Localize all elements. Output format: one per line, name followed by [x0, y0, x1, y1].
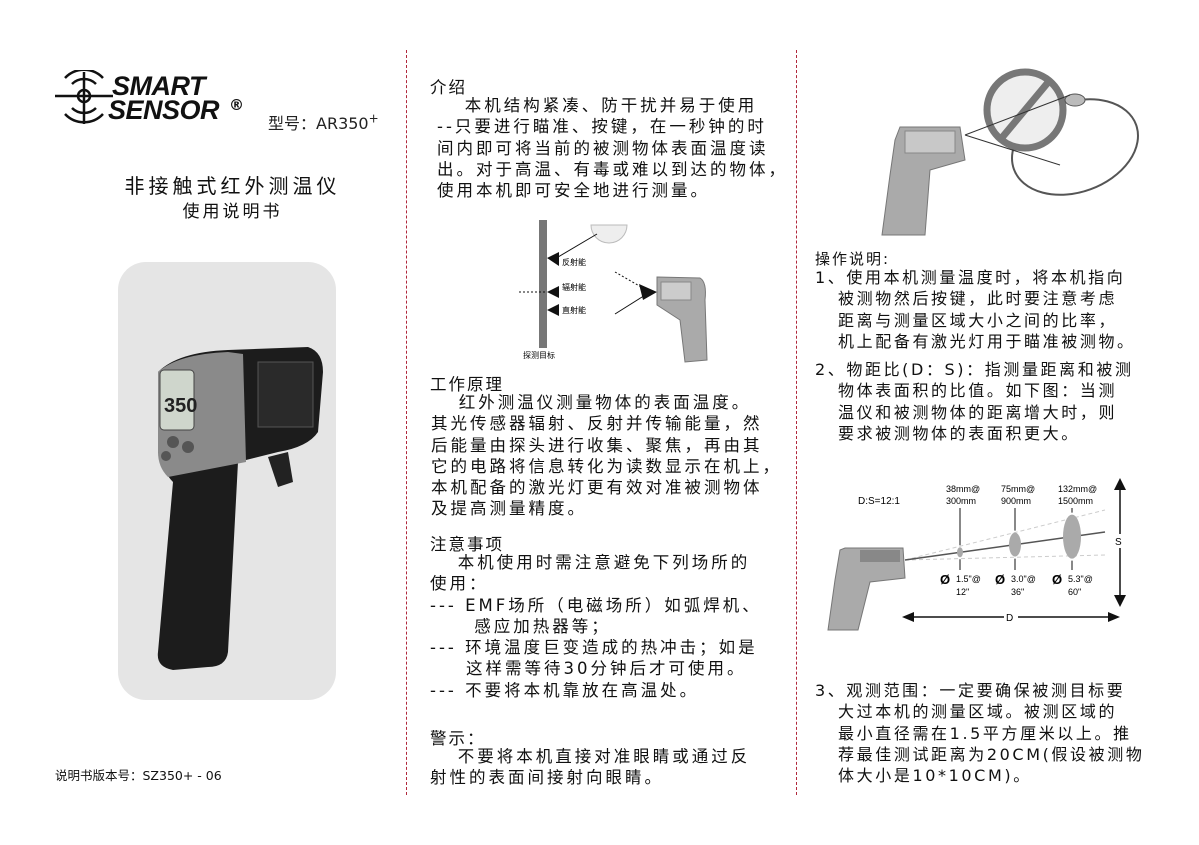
text-line: 本机使用时需注意避免下列场所的 [430, 553, 751, 572]
reflected-energy-label: 反射能 [562, 257, 586, 267]
text-line: 温仪和被测物体的距离增大时，则 [815, 402, 1118, 422]
text-line: 这样需等待30分钟后才可使用。 [430, 659, 747, 679]
model-number: 型号：AR350+ [268, 110, 379, 134]
spot-inch-label: 3.0"@ [1011, 574, 1036, 584]
measurement-spot [1009, 532, 1021, 557]
operation-item-1: 1、使用本机测量温度时，将本机指向 被测物然后按键，此时要注意考虑 距离与测量区… [815, 267, 1136, 352]
d-label: D [1006, 613, 1013, 624]
intro-paragraph: 本机结构紧凑、防干扰并易于使用 --只要进行瞄准、按键，在一秒钟的时间内即可将当前… [437, 95, 788, 201]
spot-inch-distance-label: 36" [1011, 587, 1024, 597]
diameter-icon: Ø [995, 572, 1005, 587]
text-line: 间内即可将当前的被测物体表面温度读 [437, 138, 769, 158]
warning-paragraph: 不要将本机直接对准眼睛或通过反射性的表面间接射向眼睛。 [430, 746, 750, 789]
spot-size-label: 75mm@ [1001, 484, 1035, 494]
spot-distance-label: 1500mm [1058, 496, 1093, 506]
thermometer-gun-image: 350 [157, 347, 323, 670]
spot-inch-distance-label: 12" [956, 587, 969, 597]
text-line: --- EMF场所（电磁场所）如弧焊机、 [430, 595, 762, 615]
text-line: 被测物然后按键，此时要注意考虑 [815, 289, 1118, 309]
text-line: 后能量由探头进行收集、聚焦，再由其 [431, 435, 763, 455]
brand-name-line2: SENSOR [108, 95, 220, 125]
transmitted-energy-label: 直射能 [562, 305, 586, 315]
spot-inch-label: 5.3"@ [1068, 574, 1093, 584]
principle-paragraph: 红外测温仪测量物体的表面温度。其光传感器辐射、反射并传输能量，然后能量由探头进行… [431, 392, 782, 520]
text-line: 不要将本机直接对准眼睛或通过反 [430, 747, 751, 766]
document-title: 非接触式红外测温仪 [124, 174, 341, 198]
target-icon [55, 70, 113, 124]
section-heading-intro: 介绍 [430, 78, 467, 97]
text-line: 物体表面积的比值。如下图：当测 [815, 381, 1118, 401]
energy-diagram: 反射能 辐射能 直射能 探测目标 [519, 220, 708, 363]
document-subtitle: 使用说明书 [182, 202, 283, 222]
operation-item-2: 2、物距比(D：S)：指测量距离和被测 物体表面积的比值。如下图：当测 温仪和被… [815, 359, 1134, 444]
text-line: 大过本机的测量区域。被测区域的 [815, 702, 1118, 722]
fold-line [796, 50, 797, 795]
spot-distance-label: 300mm [946, 496, 976, 506]
section-heading-warning: 警示： [430, 729, 486, 748]
text-line: 距离与测量区域大小之间的比率， [815, 310, 1118, 330]
spot-distance-label: 900mm [1001, 496, 1031, 506]
spot-inch-distance-label: 60" [1068, 587, 1081, 597]
manual-version: 说明书版本号：SZ350+ - 06 [55, 768, 222, 783]
measurement-spot [1063, 514, 1081, 559]
text-line: 感应加热器等； [430, 616, 611, 636]
registered-mark: ® [229, 96, 244, 114]
text-line: --只要进行瞄准、按键，在一秒钟的时 [437, 117, 767, 137]
radiated-energy-label: 辐射能 [562, 282, 586, 292]
fold-line [406, 50, 407, 795]
text-line: 体大小是10*10CM)。 [815, 766, 1032, 786]
measurement-spot [957, 547, 963, 558]
model-sup: + [368, 111, 379, 126]
text-line: 使用本机即可安全地进行测量。 [437, 181, 710, 201]
operation-item-3: 3、观测范围：一定要确保被测目标要 大过本机的测量区域。被测区域的 最小直径需在… [815, 680, 1144, 786]
s-label: S [1115, 537, 1122, 548]
brand-name-line1: SMART [112, 71, 206, 101]
text-line: 红外测温仪测量物体的表面温度。 [431, 393, 752, 412]
section-heading-notes: 注意事项 [430, 535, 504, 554]
text-line: 机上配备有激光灯用于瞄准被测物。 [815, 331, 1136, 351]
model-label: 型号：AR350 [268, 114, 369, 133]
text-line: --- 不要将本机靠放在高温处。 [430, 680, 700, 700]
diameter-icon: Ø [940, 572, 950, 587]
spot-size-label: 38mm@ [946, 484, 980, 494]
text-line: 使用： [430, 574, 489, 594]
text-line: 本机配备的激光灯更有效对准被测物体 [431, 478, 763, 498]
text-line: 最小直径需在1.5平方厘米以上。推 [815, 723, 1132, 743]
product-photo: 350 [118, 262, 336, 700]
text-line: --- 环境温度巨变造成的热冲击；如是 [430, 638, 758, 658]
text-line: 要求被测物体的表面积更大。 [815, 423, 1080, 443]
no-eye-warning-illustration [881, 68, 1139, 236]
spot-inch-label: 1.5"@ [956, 574, 981, 584]
text-line: 1、使用本机测量温度时，将本机指向 [815, 268, 1126, 287]
device-display-reading: 350 [164, 395, 197, 417]
diameter-icon: Ø [1052, 572, 1062, 587]
text-line: 出。对于高温、有毒或难以到达的物体， [437, 159, 788, 179]
text-line: 其光传感器辐射、反射并传输能量，然 [431, 414, 763, 434]
text-line: 射性的表面间接射向眼睛。 [430, 768, 664, 788]
target-label: 探测目标 [523, 350, 555, 360]
ds-ratio-label: D:S=12:1 [858, 496, 900, 507]
section-heading-operation: 操作说明: [815, 250, 891, 268]
text-line: 本机结构紧凑、防干扰并易于使用 [437, 96, 758, 115]
spot-size-label: 132mm@ [1058, 484, 1097, 494]
text-line: 它的电路将信息转化为读数显示在机上， [431, 456, 782, 476]
text-line: 3、观测范围：一定要确保被测目标要 [815, 681, 1126, 700]
notes-paragraph: 本机使用时需注意避免下列场所的使用：--- EMF场所（电磁场所）如弧焊机、 感… [430, 552, 762, 701]
text-line: 及提高测量精度。 [431, 499, 587, 519]
text-line: 2、物距比(D：S)：指测量距离和被测 [815, 360, 1134, 379]
section-heading-principle: 工作原理 [430, 375, 504, 394]
text-line: 荐最佳测试距离为20CM(假设被测物 [815, 744, 1145, 764]
